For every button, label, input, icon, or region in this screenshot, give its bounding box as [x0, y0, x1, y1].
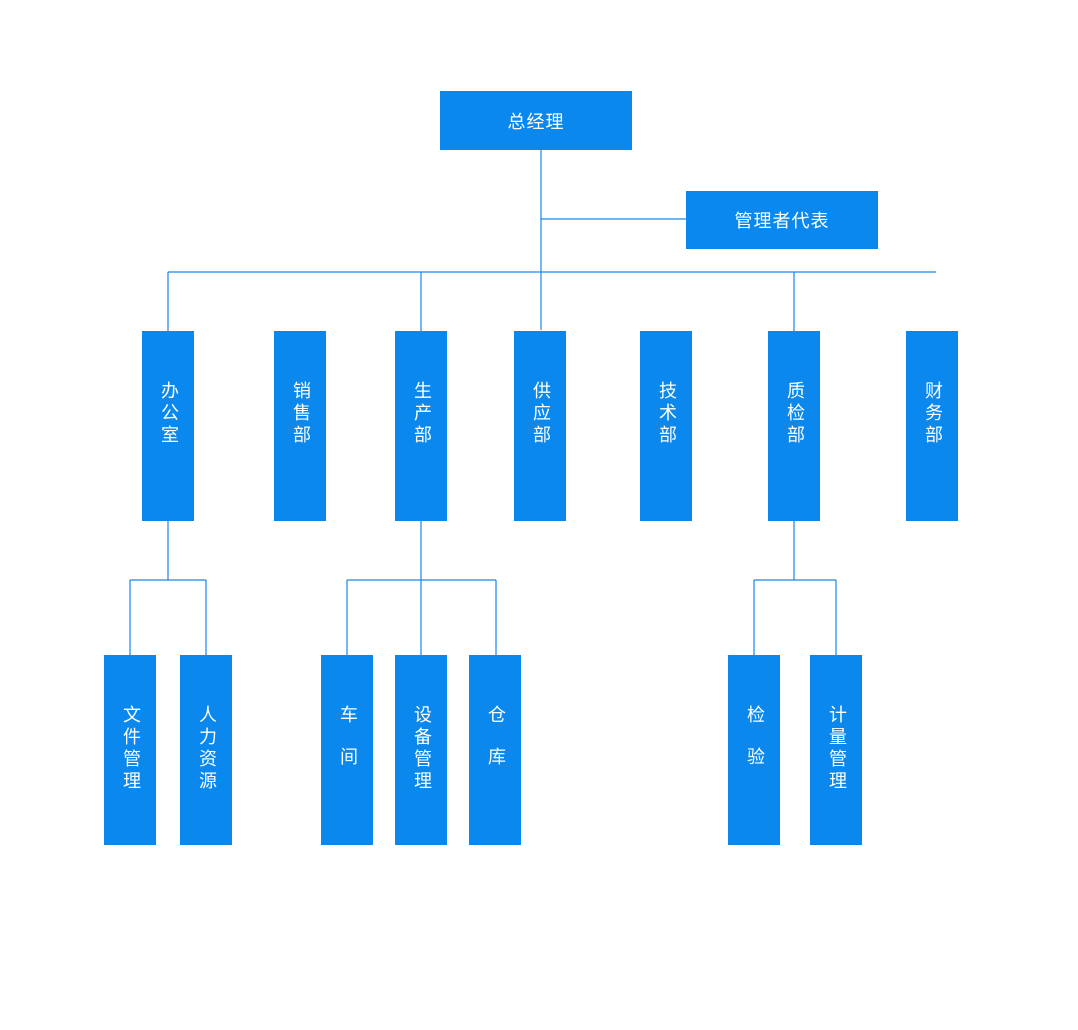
node-inspection: 检验: [728, 655, 780, 845]
node-general-manager: 总经理: [440, 91, 632, 150]
node-technology: 技术部: [640, 331, 692, 521]
node-human-resources: 人力资源: [180, 655, 232, 845]
node-management-representative: 管理者代表: [686, 191, 878, 249]
node-supply: 供应部: [514, 331, 566, 521]
node-quality: 质检部: [768, 331, 820, 521]
node-document-management: 文件管理: [104, 655, 156, 845]
node-metrology-management: 计量管理: [810, 655, 862, 845]
node-sales: 销售部: [274, 331, 326, 521]
node-workshop: 车间: [321, 655, 373, 845]
node-office: 办公室: [142, 331, 194, 521]
node-warehouse: 仓库: [469, 655, 521, 845]
node-finance: 财务部: [906, 331, 958, 521]
node-production: 生产部: [395, 331, 447, 521]
node-equipment-management: 设备管理: [395, 655, 447, 845]
